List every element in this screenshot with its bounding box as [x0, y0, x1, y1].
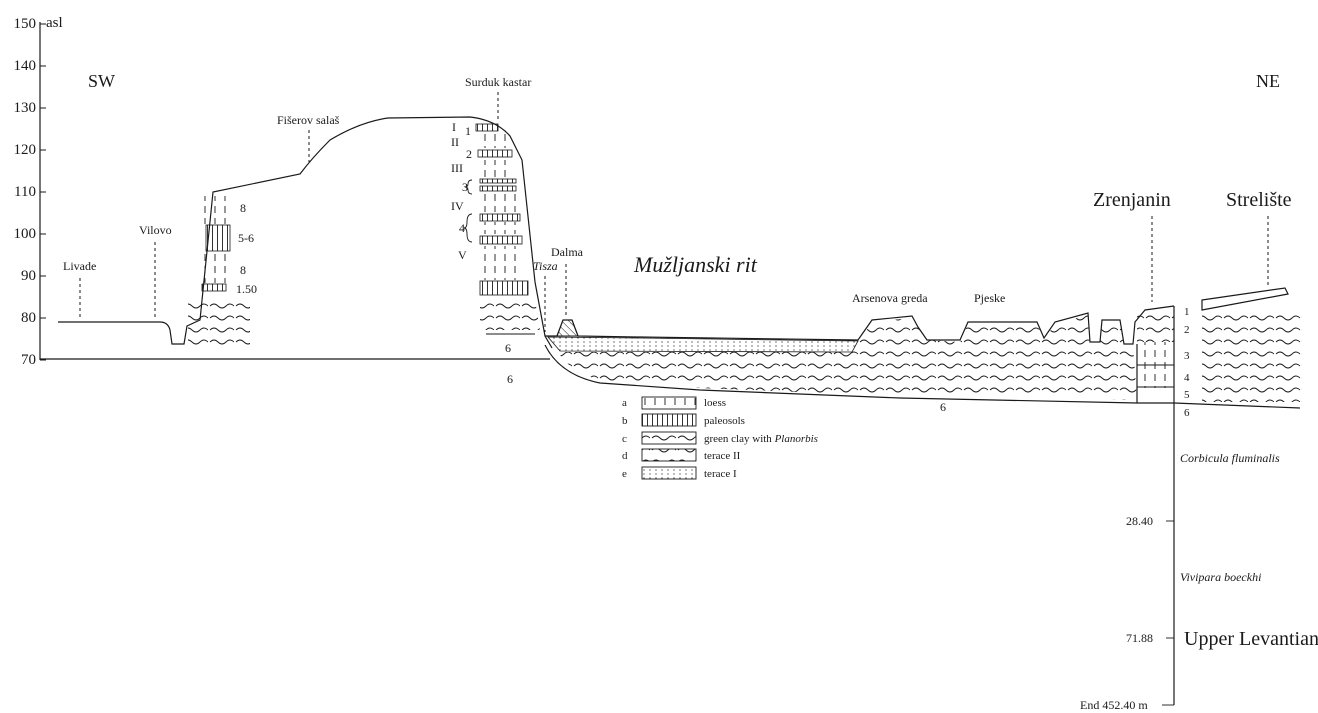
- label-streliste: Strelište: [1226, 189, 1292, 211]
- label-pjeske: Pjeske: [974, 291, 1005, 305]
- vilovo-column: 8 5-6 8 1.50: [201, 196, 257, 296]
- y-tick-110: 110: [14, 184, 36, 200]
- label-upper-levantian: Upper Levantian: [1184, 628, 1318, 650]
- y-tick-90: 90: [21, 268, 36, 284]
- surduk-clay: [480, 300, 540, 330]
- surduk-soil-4: 4: [459, 221, 465, 235]
- label-dalma: Dalma: [551, 245, 584, 259]
- borehole-annotations: Corbicula fluminalis 28.40 Vivipara boec…: [1080, 451, 1318, 712]
- legend-item-a: a loess: [622, 396, 726, 410]
- direction-ne: NE: [1256, 71, 1280, 91]
- label-arsenova: Arsenova greda: [852, 291, 928, 305]
- zrenjanin-layer-5: 5: [1184, 389, 1190, 401]
- y-tick-80: 80: [21, 310, 36, 326]
- label-zrenjanin: Zrenjanin: [1093, 189, 1171, 211]
- zrenjanin-layer-4: 4: [1184, 372, 1190, 384]
- base-label-6: 6: [507, 372, 513, 386]
- legend-text-b: paleosols: [704, 415, 745, 427]
- y-tick-140: 140: [14, 58, 37, 74]
- surduk-column: I II III IV V 1 2 3 4 6: [451, 120, 535, 355]
- label-vivipara: Vivipara boeckhi: [1180, 570, 1261, 584]
- label-muzljanski-rit: Mužljanski rit: [633, 252, 758, 277]
- lower-boundary: [544, 344, 1174, 404]
- svg-text:e: e: [622, 468, 627, 480]
- surduk-soil-1: 1: [465, 124, 471, 138]
- surduk-soil-2: 2: [466, 147, 472, 161]
- label-tisza: Tisza: [533, 259, 558, 273]
- svg-text:b: b: [622, 415, 628, 427]
- legend-item-e: e terace I: [622, 466, 737, 480]
- legend: a loess b paleosols c green clay with Pl…: [622, 396, 818, 480]
- dalma-block: [556, 319, 579, 337]
- depth-28-40: 28.40: [1126, 514, 1153, 528]
- surduk-base-6: 6: [505, 341, 511, 355]
- label-end-depth: End 452.40 m: [1080, 698, 1148, 712]
- legend-item-d: d terace II: [622, 448, 741, 462]
- y-tick-120: 120: [14, 142, 37, 158]
- zrenjanin-layer-2: 2: [1184, 324, 1190, 336]
- zrenjanin-column: 1 2 3 4 5 6: [1136, 306, 1190, 705]
- zrenjanin-layer-6: 6: [1184, 407, 1190, 419]
- direction-sw: SW: [88, 71, 115, 91]
- terrace-i-body: [547, 336, 859, 353]
- svg-text:c: c: [622, 433, 627, 445]
- vilovo-layer-8a: 8: [240, 201, 246, 215]
- vilovo-layer-8b: 8: [240, 263, 246, 277]
- vilovo-layer-5-6: 5-6: [238, 231, 254, 245]
- axis-unit: asl: [46, 15, 63, 31]
- surduk-unit-II: II: [451, 135, 459, 149]
- streliste-block: [1201, 287, 1302, 402]
- zrenjanin-layer-3: 3: [1184, 350, 1190, 362]
- legend-item-b: b paleosols: [622, 413, 745, 427]
- terrain-plain: [545, 305, 1175, 345]
- depth-71-88: 71.88: [1126, 631, 1153, 645]
- legend-item-c: c green clay with Planorbis: [622, 431, 818, 445]
- label-livade: Livade: [63, 259, 96, 273]
- y-tick-100: 100: [14, 226, 37, 242]
- label-fiserov: Fišerov salaš: [277, 113, 340, 127]
- surduk-unit-IV: IV: [451, 199, 464, 213]
- surduk-unit-III: III: [451, 161, 463, 175]
- label-vilovo: Vilovo: [139, 223, 172, 237]
- surduk-unit-V: V: [458, 248, 467, 262]
- svg-text:d: d: [622, 450, 628, 462]
- label-corbicula: Corbicula fluminalis: [1180, 451, 1280, 465]
- legend-text-e: terace I: [704, 468, 737, 480]
- sw-clay: [188, 300, 250, 345]
- legend-text-d: terace II: [704, 450, 741, 462]
- y-tick-130: 130: [14, 100, 37, 116]
- plain-label-6: 6: [940, 400, 946, 414]
- label-surduk: Surduk kastar: [465, 75, 531, 89]
- y-axis: asl 150 140 130 120 110 100 90 80 70: [14, 15, 63, 368]
- vilovo-layer-150: 1.50: [236, 282, 257, 296]
- clay-body: [558, 315, 1137, 400]
- surduk-unit-I: I: [452, 120, 456, 134]
- y-tick-150: 150: [14, 16, 37, 32]
- y-tick-70: 70: [21, 352, 36, 368]
- svg-text:a: a: [622, 397, 627, 409]
- place-labels: Livade Vilovo Fišerov salaš Surduk kasta…: [63, 75, 1292, 332]
- legend-text-c: green clay with Planorbis: [704, 433, 818, 445]
- legend-text-a: loess: [704, 397, 726, 409]
- zrenjanin-layer-1: 1: [1184, 306, 1190, 318]
